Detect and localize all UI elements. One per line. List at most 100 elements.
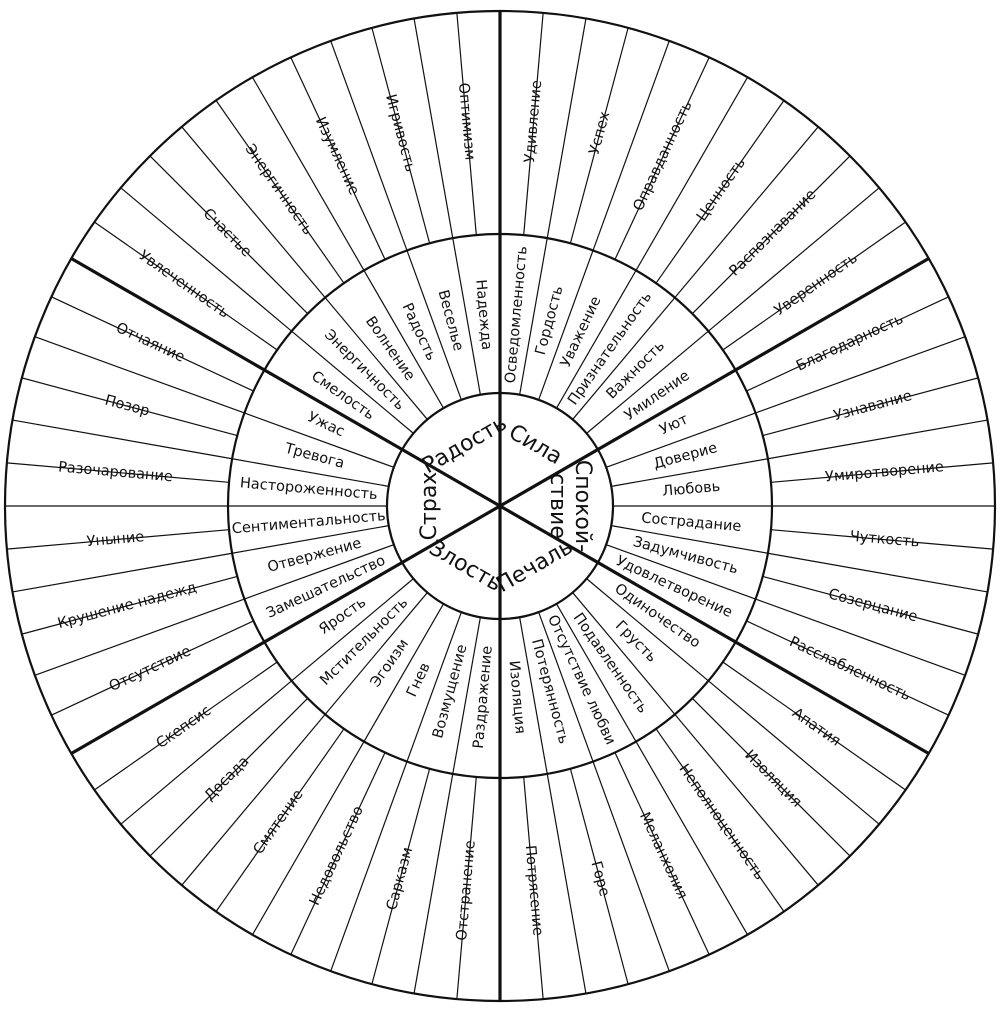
outer-emotion-label: Крушение надежд — [56, 580, 198, 632]
outer-emotion-label: Уныние — [86, 529, 145, 550]
outer-divider — [251, 77, 365, 271]
middle-divider — [555, 270, 637, 409]
outer-divider — [12, 552, 233, 593]
middle-divider — [406, 611, 462, 762]
middle-divider — [538, 250, 594, 401]
outer-emotion-label: Успех — [587, 110, 614, 157]
wheel-lines — [3, 9, 997, 1003]
middle-emotion-label: Осведомленность — [503, 245, 531, 384]
middle-emotion-label: Изоляция — [506, 660, 528, 735]
outer-divider — [722, 221, 906, 351]
outer-divider — [569, 27, 629, 244]
outer-emotion-label: Горе — [588, 859, 613, 898]
outer-divider — [413, 773, 454, 994]
outer-emotion-label: Чуткость — [849, 529, 920, 551]
core-label: Страх — [417, 472, 442, 541]
outer-divider — [767, 419, 988, 460]
outer-divider — [546, 773, 587, 994]
outer-divider — [51, 620, 254, 716]
middle-divider — [572, 297, 676, 420]
outer-emotion-label: Удивление — [522, 79, 545, 163]
middle-emotion-label: Уют — [657, 411, 691, 438]
outer-divider — [251, 741, 365, 935]
outer-emotion-label: Недовольство — [307, 803, 367, 908]
outer-divider — [592, 40, 670, 251]
outer-divider — [674, 713, 819, 886]
outer-divider — [770, 529, 994, 550]
outer-emotion-label: Меланхолия — [636, 810, 690, 902]
outer-emotion-label: Досада — [202, 753, 253, 804]
outer-divider — [149, 155, 309, 315]
middle-emotion-label: Доверие — [652, 440, 719, 472]
middle-divider — [572, 592, 676, 715]
outer-divider — [371, 768, 431, 985]
outer-divider — [456, 12, 477, 236]
outer-emotion-label: Скепсис — [154, 703, 215, 752]
middle-emotion-label: Сентиментальность — [231, 508, 386, 537]
outer-divider — [762, 377, 979, 437]
outer-emotion-label: Увлеченность — [136, 248, 232, 322]
outer-emotion-label: Узнавание — [832, 388, 914, 424]
middle-divider — [611, 525, 768, 554]
outer-emotion-label: Смятение — [251, 787, 307, 858]
outer-emotion-label: Благодарность — [794, 311, 906, 375]
middle-divider — [605, 544, 756, 600]
outer-divider — [762, 575, 979, 635]
middle-divider — [232, 525, 389, 554]
middle-divider — [605, 412, 756, 468]
sector-boundary — [499, 504, 930, 755]
outer-emotion-label: Ценность — [694, 155, 749, 224]
outer-divider — [523, 12, 544, 236]
outer-emotion-label: Отчаяние — [113, 320, 187, 366]
outer-emotion-label: Энергичность — [241, 142, 315, 239]
outer-emotion-label: Созерцание — [827, 586, 920, 625]
outer-divider — [456, 776, 477, 1000]
outer-divider — [707, 680, 880, 825]
outer-divider — [371, 27, 431, 244]
middle-emotion-label: Раздражение — [471, 645, 496, 749]
outer-divider — [722, 661, 906, 791]
outer-emotion-label: Игривость — [382, 93, 418, 174]
outer-divider — [746, 296, 949, 392]
middle-divider — [452, 617, 481, 774]
outer-emotion-label: Расслабленность — [787, 634, 913, 704]
outer-emotion-label: Умиротворение — [825, 459, 945, 485]
middle-divider — [363, 270, 445, 409]
outer-emotion-label: Сарказм — [384, 846, 416, 912]
outer-emotion-label: Потрясение — [522, 845, 546, 937]
outer-divider — [767, 552, 988, 593]
outer-emotion-label: Изумление — [312, 115, 362, 198]
outer-divider — [330, 40, 408, 251]
outer-divider — [523, 776, 544, 1000]
middle-divider — [586, 578, 709, 682]
outer-divider — [592, 761, 670, 972]
outer-divider — [290, 57, 386, 260]
outer-divider — [569, 768, 629, 985]
outer-divider — [21, 377, 238, 437]
outer-divider — [674, 126, 819, 299]
core-label: Сила — [504, 420, 566, 470]
middle-divider — [611, 458, 768, 487]
outer-divider — [181, 713, 326, 886]
sector-boundary — [70, 257, 501, 508]
middle-emotion-label: Эгоизм — [368, 636, 412, 690]
middle-divider — [555, 603, 637, 742]
outer-divider — [655, 728, 785, 912]
outer-emotion-label: Неполноценность — [675, 761, 767, 883]
outer-emotion-label: Отстранение — [454, 840, 479, 942]
outer-emotion-label: Оправданность — [631, 99, 696, 214]
outer-emotion-label: Распознавание — [727, 187, 820, 280]
middle-emotion-label: Радость — [399, 301, 439, 363]
middle-emotion-label: Грусть — [612, 618, 660, 666]
outer-divider — [770, 462, 994, 483]
outer-divider — [6, 529, 230, 550]
outer-emotion-label: Изоляция — [741, 747, 804, 810]
middle-divider — [244, 544, 395, 600]
outer-divider — [51, 296, 254, 392]
outer-divider — [655, 100, 785, 284]
core-label: Радость — [418, 411, 511, 479]
middle-emotion-label: Гнев — [404, 660, 434, 699]
outer-divider — [215, 100, 345, 284]
outer-emotion-label: Позор — [103, 392, 151, 419]
outer-divider — [6, 462, 230, 483]
